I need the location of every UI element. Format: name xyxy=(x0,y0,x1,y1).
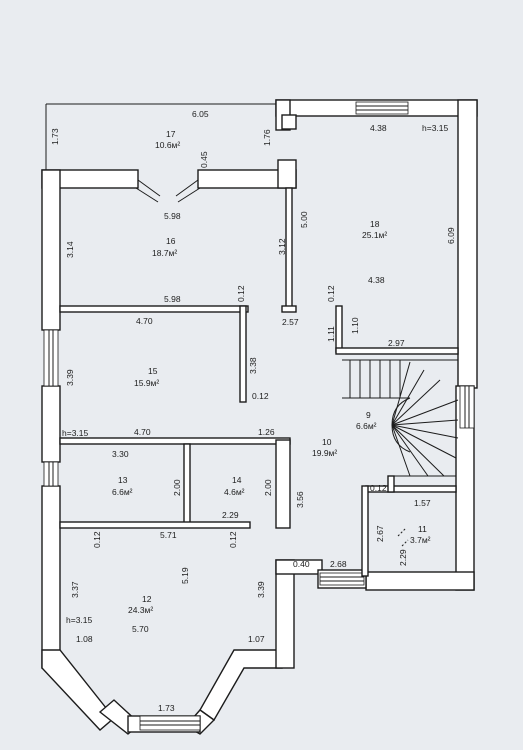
dim: 0.12 xyxy=(326,285,336,302)
dim: 0.12 xyxy=(92,531,102,548)
room-10-area: 19.9м² xyxy=(312,448,337,458)
room-9-number: 9 xyxy=(366,410,371,420)
dim: 1.76 xyxy=(262,129,272,146)
dim: 5.00 xyxy=(299,211,309,228)
room-11-number: 11 xyxy=(418,524,427,534)
dim: 3.39 xyxy=(65,369,75,386)
dim: 5.19 xyxy=(180,567,190,584)
dim: 2.68 xyxy=(330,559,347,569)
dim: 3.14 xyxy=(65,241,75,258)
windows xyxy=(43,101,475,731)
dim: 0.45 xyxy=(199,151,209,168)
interior-walls xyxy=(59,187,459,577)
dim: 1.26 xyxy=(258,427,275,437)
room-16-number: 16 xyxy=(166,236,176,246)
dim: 2.29 xyxy=(398,549,408,566)
staircase xyxy=(342,359,459,477)
ceiling-height-18: h=3.15 xyxy=(422,123,449,133)
room-14-area: 4.6м² xyxy=(224,487,245,497)
ceiling-height-labels: h=3.15 h=3.15 h=3.15 xyxy=(62,123,449,625)
dim: 2.67 xyxy=(375,525,385,542)
dimension-labels: 6.05 1.73 1.76 4.38 0.45 5.98 5.00 3.14 … xyxy=(50,109,456,713)
dim: 3.56 xyxy=(295,491,305,508)
room-18-number: 18 xyxy=(370,219,380,229)
dim: 5.70 xyxy=(132,624,149,634)
dim: 3.37 xyxy=(70,581,80,598)
room-17-number: 17 xyxy=(166,129,176,139)
room-13-number: 13 xyxy=(118,475,128,485)
dim: 1.11 xyxy=(326,326,336,342)
dim: 5.98 xyxy=(164,294,181,304)
room-10-number: 10 xyxy=(322,437,332,447)
room-16-area: 18.7м² xyxy=(152,248,177,258)
dim: 5.98 xyxy=(164,211,181,221)
dim: 0.40 xyxy=(293,559,310,569)
room-9-area: 6.6м² xyxy=(356,421,377,431)
dim: 6.05 xyxy=(192,109,209,119)
dim: 3.30 xyxy=(112,449,129,459)
dim: 1.73 xyxy=(158,703,175,713)
door-swing-11 xyxy=(397,527,409,547)
dim: 5.71 xyxy=(160,530,177,540)
room-17-area: 10.6м² xyxy=(155,140,180,150)
dim: 4.70 xyxy=(136,316,153,326)
dim: 0.12 xyxy=(236,285,246,302)
dim: 2.97 xyxy=(388,338,405,348)
dim: 3.38 xyxy=(248,357,258,374)
dim: 1.73 xyxy=(50,128,60,145)
dim: 4.38 xyxy=(370,123,387,133)
dim: 1.10 xyxy=(350,317,360,334)
dim: 3.39 xyxy=(256,581,266,598)
dim: 2.29 xyxy=(222,510,239,520)
ceiling-height-15: h=3.15 xyxy=(62,428,89,438)
room-14-number: 14 xyxy=(232,475,242,485)
room-11-area: 3.7м² xyxy=(410,535,431,545)
room-12-area: 24.3м² xyxy=(128,605,153,615)
ceiling-height-12: h=3.15 xyxy=(66,615,93,625)
dim: 1.08 xyxy=(76,634,93,644)
dim: 4.38 xyxy=(368,275,385,285)
room-labels: 17 10.6м² 16 18.7м² 18 25.1м² 15 15.9м² … xyxy=(112,129,431,615)
dim: 0.12 xyxy=(252,391,269,401)
dim: 1.57 xyxy=(414,498,431,508)
dim: 0.12 xyxy=(370,483,387,493)
dim: 4.70 xyxy=(134,427,151,437)
room-15-number: 15 xyxy=(148,366,158,376)
dim: 0.12 xyxy=(228,531,238,548)
room-15-area: 15.9м² xyxy=(134,378,159,388)
balcony-outline xyxy=(45,103,276,170)
dim: 2.00 xyxy=(172,479,182,496)
dim: 3.12 xyxy=(277,238,287,255)
balcony-doors xyxy=(135,179,201,203)
room-12-number: 12 xyxy=(142,594,152,604)
room-18-area: 25.1м² xyxy=(362,230,387,240)
dim: 2.57 xyxy=(282,317,299,327)
dim: 1.07 xyxy=(248,634,265,644)
dim: 2.00 xyxy=(263,479,273,496)
room-13-area: 6.6м² xyxy=(112,487,133,497)
dim: 6.09 xyxy=(446,227,456,244)
